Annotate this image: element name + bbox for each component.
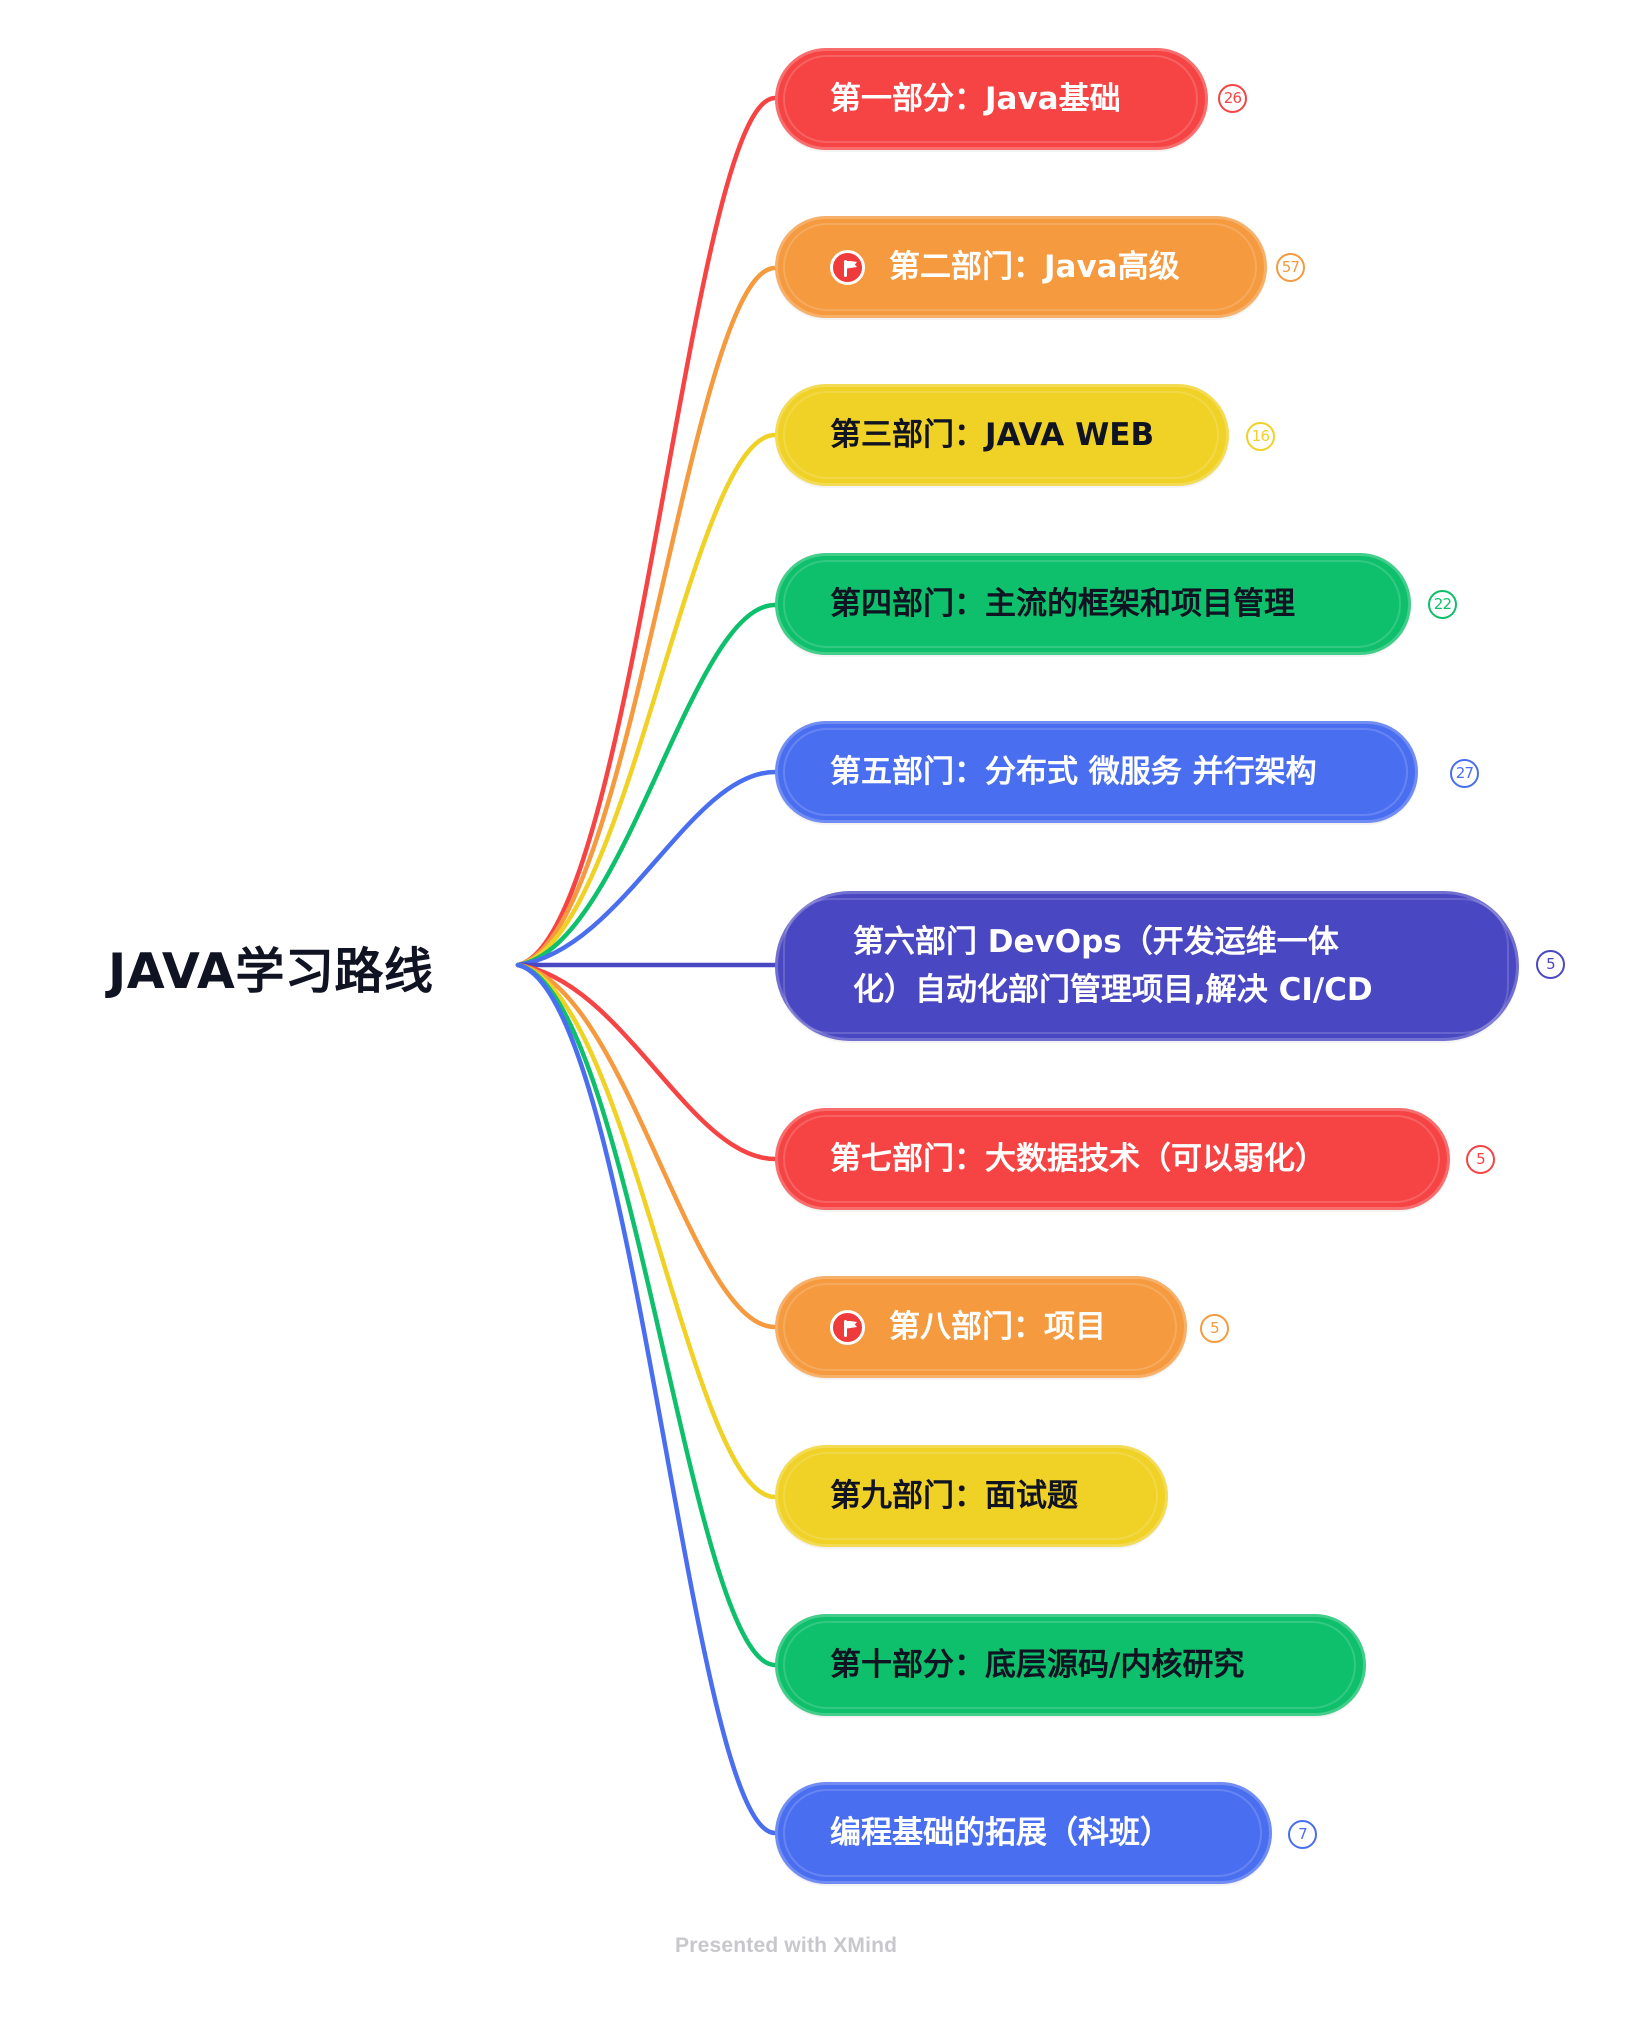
- branch-label: 第十部分：底层源码/内核研究: [830, 1647, 1245, 1683]
- connector-source-kernel: [515, 962, 778, 1668]
- branch-label-line-2: 化）自动化部门管理项目,解决 CI/CD: [853, 972, 1373, 1008]
- branch-interview-questions[interactable]: 第九部门：面试题: [775, 1445, 1168, 1547]
- flag-icon: [830, 1309, 865, 1345]
- branch-label: 编程基础的拓展（科班）: [830, 1815, 1171, 1851]
- branch-label: 第八部门：项目: [889, 1309, 1106, 1345]
- branch-label: 第九部门：面试题: [830, 1478, 1078, 1514]
- child-count-badge[interactable]: 5: [1200, 1314, 1229, 1343]
- connector-java-basics: [515, 95, 778, 968]
- child-count-badge[interactable]: 5: [1466, 1145, 1495, 1174]
- branch-big-data[interactable]: 第七部门：大数据技术（可以弱化）: [775, 1108, 1450, 1210]
- branch-java-advanced[interactable]: 第二部门：Java高级: [775, 216, 1267, 318]
- branch-java-basics[interactable]: 第一部分：Java基础: [775, 48, 1208, 150]
- branch-label: 第五部门：分布式 微服务 并行架构: [830, 754, 1317, 790]
- connector-big-data: [515, 962, 778, 1162]
- connector-programming-extension: [515, 962, 778, 1836]
- branch-label: 第四部门：主流的框架和项目管理: [830, 586, 1295, 622]
- branch-multiline-label: 第六部门 DevOps（开发运维一体 化）自动化部门管理项目,解决 CI/CD: [853, 918, 1373, 1014]
- connector-java-advanced: [515, 265, 778, 968]
- branch-label: 第七部门：大数据技术（可以弱化）: [830, 1141, 1326, 1177]
- connector-framework-project-management: [515, 602, 778, 968]
- child-count-badge[interactable]: 22: [1428, 590, 1457, 619]
- branch-programming-extension[interactable]: 编程基础的拓展（科班）: [775, 1782, 1272, 1884]
- branch-devops[interactable]: 第六部门 DevOps（开发运维一体 化）自动化部门管理项目,解决 CI/CD: [775, 891, 1519, 1041]
- root-topic-label: JAVA学习路线: [108, 942, 434, 1000]
- branch-label: 第二部门：Java高级: [889, 249, 1180, 285]
- root-topic[interactable]: JAVA学习路线: [108, 930, 528, 1004]
- branch-source-kernel[interactable]: 第十部分：底层源码/内核研究: [775, 1614, 1366, 1716]
- branch-label: 第一部分：Java基础: [830, 81, 1121, 117]
- child-count-badge[interactable]: 27: [1450, 759, 1479, 788]
- branch-label-line-1: 第六部门 DevOps（开发运维一体: [853, 924, 1339, 960]
- connector-java-web: [515, 432, 778, 968]
- branch-java-web[interactable]: 第三部门：JAVA WEB: [775, 384, 1229, 486]
- child-count-badge[interactable]: 16: [1246, 422, 1275, 451]
- child-count-badge[interactable]: 5: [1536, 950, 1565, 979]
- branch-framework-project-management[interactable]: 第四部门：主流的框架和项目管理: [775, 553, 1411, 655]
- child-count-badge[interactable]: 26: [1218, 84, 1247, 113]
- branch-project[interactable]: 第八部门：项目: [775, 1276, 1187, 1378]
- connector-project: [515, 962, 778, 1330]
- branch-distributed-microservices[interactable]: 第五部门：分布式 微服务 并行架构: [775, 721, 1418, 823]
- connector-distributed-microservices: [515, 769, 778, 968]
- child-count-badge[interactable]: 7: [1288, 1820, 1317, 1849]
- connector-interview-questions: [515, 962, 778, 1500]
- flag-icon: [830, 249, 865, 285]
- child-count-badge[interactable]: 57: [1276, 253, 1305, 282]
- presented-with-xmind-footer: Presented with XMind: [675, 1934, 898, 1957]
- branch-label: 第三部门：JAVA WEB: [830, 417, 1155, 453]
